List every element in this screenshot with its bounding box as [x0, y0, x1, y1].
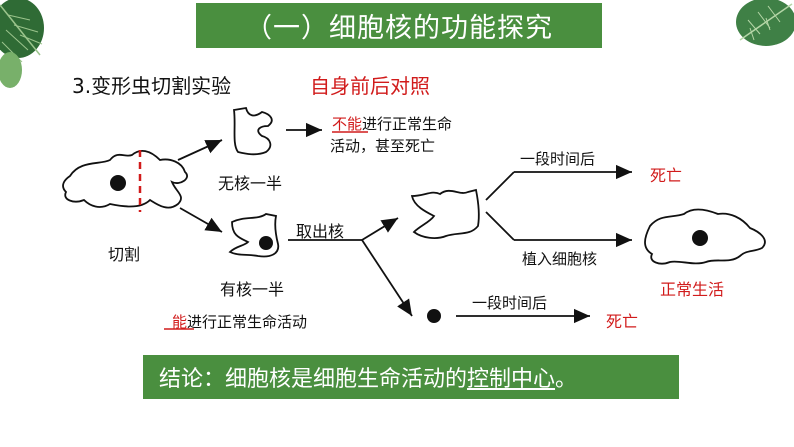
implanted-nucleus: [692, 230, 708, 246]
whole-amoeba: [62, 149, 188, 212]
label-death-top: 死亡: [650, 166, 683, 185]
leaf-decoration-left: [0, 0, 44, 88]
arrow-to-with-nucleus: [179, 207, 223, 233]
conclusion-suffix: 。: [555, 367, 578, 392]
experiment-heading: 3.变形虫切割实验: [72, 74, 232, 98]
label-normal-life: 正常生活: [660, 280, 725, 299]
conclusion-prefix: 结论：细胞核是细胞生命活动的: [159, 367, 468, 392]
conclusion-highlight: 控制中心: [467, 367, 556, 392]
isolated-nucleus: [427, 309, 441, 323]
nucleus: [110, 175, 126, 191]
no-nucleus-half: [233, 106, 273, 156]
arrow-to-no-nucleus: [177, 139, 223, 161]
label-death-bottom: 死亡: [606, 312, 639, 331]
result-with-nucleus: 能进行正常生命活动: [172, 311, 307, 332]
control-note: 自身前后对照: [310, 74, 430, 98]
result-no-nucleus-line2: 活动，甚至死亡: [330, 137, 436, 155]
label-remove-nucleus: 取出核: [296, 222, 345, 241]
nucleus-in-half: [259, 236, 273, 250]
label-with-nucleus-half: 有核一半: [220, 280, 285, 299]
label-implant-nucleus: 植入细胞核: [522, 250, 598, 268]
leaf-decoration-right: [736, 0, 794, 46]
slide-title: （一）细胞核的功能探究: [196, 3, 602, 48]
label-cut: 切割: [108, 245, 141, 264]
result-cannot: 不能: [332, 115, 363, 133]
result-no-nucleus-rest: 进行正常生命: [362, 115, 453, 133]
label-after-time-top: 一段时间后: [520, 150, 596, 168]
split-bracket: [485, 171, 515, 241]
result-no-nucleus-line1: 不能进行正常生命: [332, 113, 452, 134]
result-with-nucleus-rest: 进行正常生命活动: [187, 313, 308, 331]
restored-cell: [644, 208, 766, 265]
enucleated-cell: [410, 188, 480, 239]
arrow-to-nucleus-alone: [361, 239, 413, 317]
label-after-time-bottom: 一段时间后: [472, 294, 548, 312]
with-nucleus-half: [228, 213, 280, 258]
result-can: 能: [172, 313, 188, 331]
conclusion-box: 结论：细胞核是细胞生命活动的控制中心。: [143, 355, 679, 399]
arrow-to-enucleated: [361, 217, 399, 241]
label-no-nucleus-half: 无核一半: [218, 174, 283, 193]
